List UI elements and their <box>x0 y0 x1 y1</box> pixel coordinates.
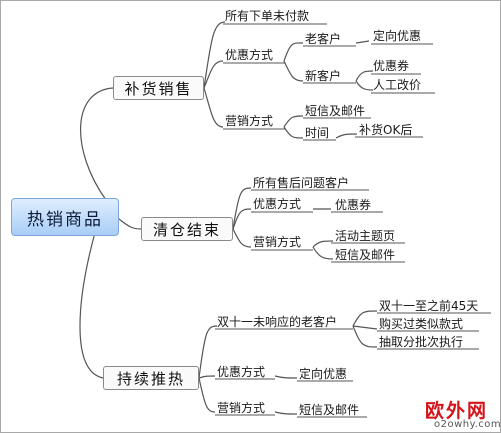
topic-coupon[interactable]: 优惠券 <box>373 59 410 73</box>
watermark-brand: 欧外网 <box>425 400 489 422</box>
topic-marketing-method[interactable]: 营销方式 <box>225 114 274 128</box>
topic-marketing-method[interactable]: 营销方式 <box>253 235 302 249</box>
root-node[interactable]: 热销商品 <box>11 198 119 236</box>
topic-unresponsive-old-customers[interactable]: 双十一未响应的老客户 <box>217 315 338 329</box>
branch-node-clearance[interactable]: 清仓结束 <box>141 217 233 241</box>
link-root-b2 <box>118 218 142 230</box>
topic-unpaid-orders[interactable]: 所有下单未付款 <box>225 9 310 23</box>
watermark-domain: o2owhy.com <box>434 419 501 430</box>
branch-node-keep-hot[interactable]: 持续推热 <box>103 366 199 390</box>
topic-discount-method[interactable]: 优惠方式 <box>253 197 302 211</box>
topic-sms-email[interactable]: 短信及邮件 <box>305 104 366 118</box>
topic-after-restock[interactable]: 补货OK后 <box>359 123 413 137</box>
topic-old-customer[interactable]: 老客户 <box>305 32 342 46</box>
link-root-b3 <box>79 228 104 379</box>
topic-targeted-discount[interactable]: 定向优惠 <box>373 29 422 43</box>
topic-sms-email[interactable]: 短信及邮件 <box>299 403 360 417</box>
topic-discount-method[interactable]: 优惠方式 <box>225 48 274 62</box>
topic-batch-execution[interactable]: 抽取分批次执行 <box>379 335 464 349</box>
topic-coupon[interactable]: 优惠券 <box>335 198 372 212</box>
topic-aftersale-customers[interactable]: 所有售后问题客户 <box>253 176 350 190</box>
topic-marketing-method[interactable]: 营销方式 <box>217 401 266 415</box>
topic-targeted-discount[interactable]: 定向优惠 <box>299 367 348 381</box>
topic-bought-similar[interactable]: 购买过类似款式 <box>379 317 464 331</box>
link-root-b1 <box>79 87 114 201</box>
topic-discount-method[interactable]: 优惠方式 <box>217 365 266 379</box>
topic-new-customer[interactable]: 新客户 <box>305 69 342 83</box>
topic-campaign-page[interactable]: 活动主题页 <box>335 229 396 243</box>
topic-45-days-before[interactable]: 双十一至之前45天 <box>379 299 479 313</box>
topic-time[interactable]: 时间 <box>305 126 330 140</box>
topic-manual-price[interactable]: 人工改价 <box>373 78 422 92</box>
branch-node-restock-sales[interactable]: 补货销售 <box>113 76 204 100</box>
topic-sms-email[interactable]: 短信及邮件 <box>335 248 396 262</box>
